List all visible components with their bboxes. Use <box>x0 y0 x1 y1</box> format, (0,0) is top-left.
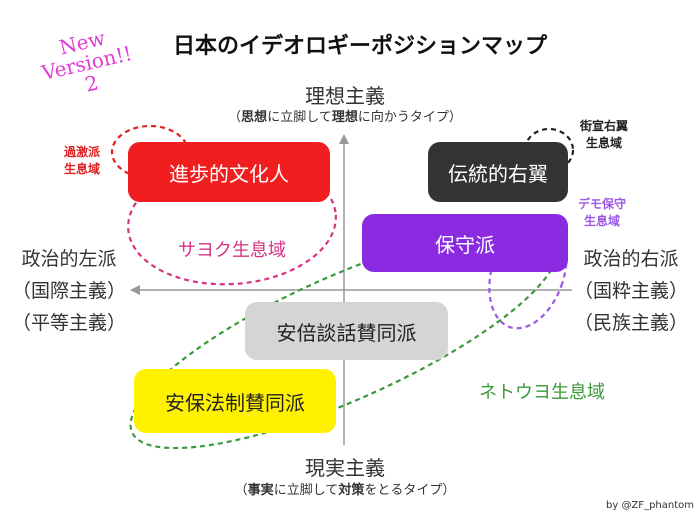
box-conservatives: 保守派 <box>362 214 568 272</box>
axis-left-line-3: （平等主義） <box>11 312 126 334</box>
netouyo-zone-label: ネトウヨ生息域 <box>479 382 605 403</box>
axis-left-line-2: （国際主義） <box>11 280 126 302</box>
axis-left-line-1: 政治的左派 <box>21 248 117 270</box>
kaisen-zone-label: 街宣右翼 生息域 <box>579 119 628 150</box>
kageki-zone-label: 過激派 生息域 <box>63 145 100 176</box>
axis-right-line-2: （国粋主義） <box>573 280 688 302</box>
box-security-law-supporters: 安保法制賛同派 <box>134 369 336 433</box>
axis-right-line-1: 政治的右派 <box>583 248 679 270</box>
author-credit: by @ZF_phantom <box>606 500 694 511</box>
page-title: 日本のイデオロギーポジションマップ <box>172 34 547 59</box>
axis-top-label: 理想主義 <box>305 84 385 108</box>
box-progressive-intellectuals: 進歩的文化人 <box>128 142 330 202</box>
axis-left-labels: 政治的左派 （国際主義） （平等主義） <box>4 243 134 339</box>
axis-right-line-3: （民族主義） <box>573 312 688 334</box>
demo-zone-outline <box>488 214 568 330</box>
sayoku-zone-label: サヨク生息域 <box>178 240 286 261</box>
axis-bottom-sub: （事実に立脚して対策をとるタイプ） <box>234 483 456 498</box>
demo-zone-label: デモ保守 生息域 <box>577 197 626 228</box>
axis-right-labels: 政治的右派 （国粋主義） （民族主義） <box>566 243 696 339</box>
kaisen-zone-outline <box>523 127 575 173</box>
axis-bottom-label: 現実主義 <box>305 456 385 480</box>
box-abe-statement-supporters: 安倍談話賛同派 <box>245 302 448 360</box>
box-traditional-right: 伝統的右翼 <box>428 142 568 202</box>
axis-top-sub: （思想に立脚して理想に向かうタイプ） <box>228 110 462 125</box>
